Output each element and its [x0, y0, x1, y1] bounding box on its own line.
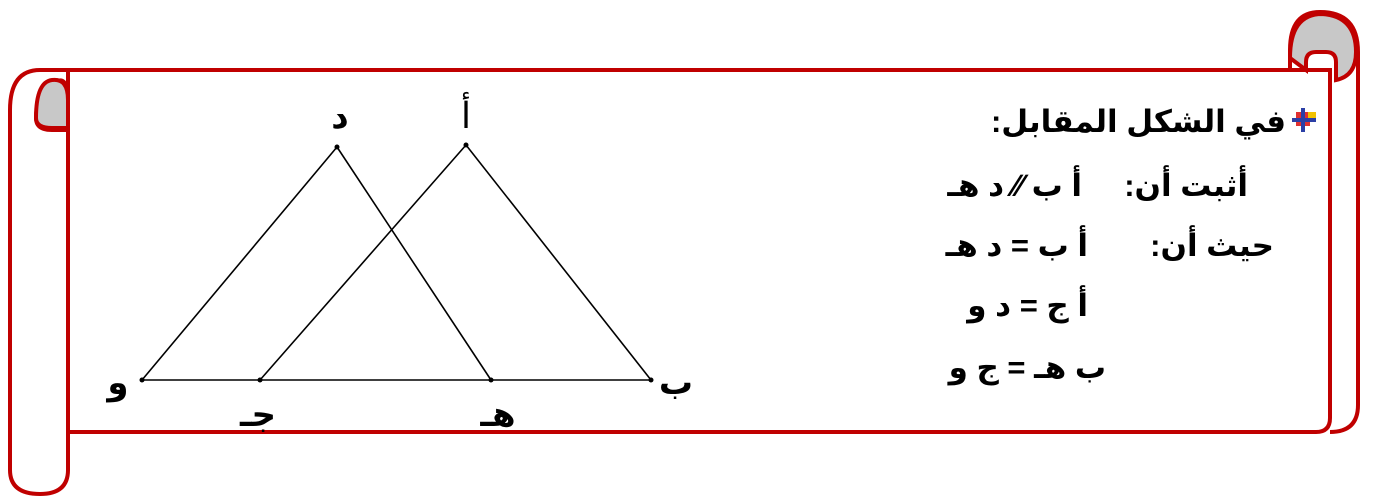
triangle-figure	[141, 144, 652, 381]
vertex-w	[139, 377, 145, 383]
intro-text: في الشكل المقابل:	[990, 104, 1286, 139]
vertex-d	[334, 144, 340, 150]
label-a: أ	[461, 91, 471, 136]
vertex-a	[463, 142, 469, 148]
label-d: د	[331, 98, 348, 136]
vertex-b	[648, 377, 654, 383]
segment-d-h	[336, 146, 492, 381]
scroll-left-curl	[8, 68, 70, 497]
segment-d-w	[141, 146, 338, 381]
vertex-h	[488, 377, 494, 383]
given-1: أ ب = د هـ	[945, 228, 1088, 263]
label-h: هـ	[479, 396, 515, 434]
given-2: أ ج = د و	[967, 288, 1088, 323]
vertex-j	[257, 377, 263, 383]
label-j: جـ	[239, 396, 276, 434]
scroll-top-curl	[1287, 9, 1360, 434]
given-3: ب هـ = ج و	[948, 350, 1106, 385]
figure-vertices	[139, 142, 654, 383]
prove-label: أثبت أن:	[1124, 168, 1248, 203]
scroll-main-border	[68, 68, 1332, 434]
label-w: و	[105, 364, 128, 403]
segment-a-b	[465, 144, 652, 381]
given-label: حيث أن:	[1150, 228, 1274, 263]
bullet-icon	[1292, 108, 1316, 132]
prove-statement: أ ب ∕∕ د هـ	[947, 168, 1082, 203]
segment-a-j	[259, 144, 467, 381]
label-b: ب	[659, 364, 693, 402]
